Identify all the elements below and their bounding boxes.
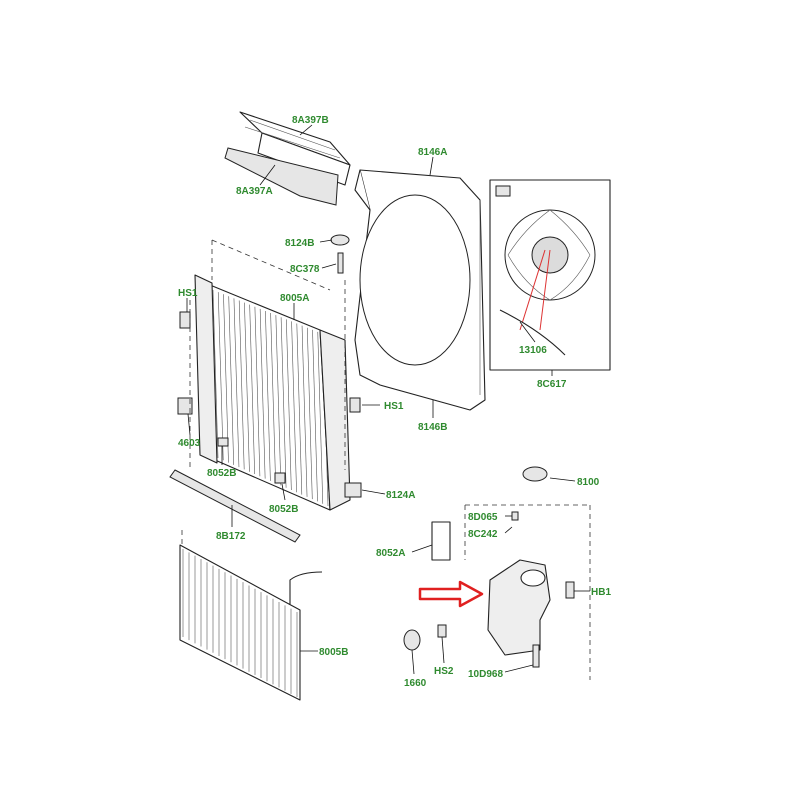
radiator-fin xyxy=(301,325,308,497)
radiator-fin xyxy=(275,315,282,486)
label-8a397a: 8A397A xyxy=(236,186,273,197)
radiator-fin xyxy=(286,319,292,491)
radiator-fin xyxy=(270,313,276,484)
label-8124b: 8124B xyxy=(285,238,314,249)
label-8d065: 8D065 xyxy=(468,512,498,523)
fan-inset-box xyxy=(489,179,611,371)
small-parts xyxy=(177,234,362,498)
radiator-fin xyxy=(265,310,271,481)
label-8052a: 8052A xyxy=(376,548,405,559)
radiator-fin xyxy=(238,300,245,470)
radiator-8005a xyxy=(194,274,351,511)
condenser-8005b xyxy=(179,544,323,701)
air-deflector-8a397 xyxy=(224,111,351,206)
label-hs1-left: HS1 xyxy=(178,288,198,299)
radiator-fin xyxy=(228,296,235,465)
radiator-fin xyxy=(217,292,224,461)
seal-strip-8b172 xyxy=(169,469,301,543)
radiator-fin xyxy=(317,331,324,504)
assembly-lines xyxy=(181,239,591,680)
radiator-fin xyxy=(233,298,240,468)
label-8100: 8100 xyxy=(577,477,600,488)
radiator-fin xyxy=(244,302,250,472)
expansion-tank xyxy=(403,466,575,668)
radiator-fin xyxy=(254,306,261,477)
label-hb1: HB1 xyxy=(591,587,611,598)
label-8c378: 8C378 xyxy=(290,264,320,275)
radiator-fin xyxy=(259,308,266,479)
label-8124a: 8124A xyxy=(386,490,415,501)
label-8146b: 8146B xyxy=(418,422,447,433)
radiator-fin xyxy=(280,317,287,488)
label-13106: 13106 xyxy=(519,345,547,356)
label-8b172: 8B172 xyxy=(216,531,246,542)
radiator-fin xyxy=(291,321,297,493)
label-hs2: HS2 xyxy=(434,666,454,677)
label-4603: 4603 xyxy=(178,438,201,449)
label-8a397b: 8A397B xyxy=(292,115,329,126)
radiator-fin xyxy=(212,289,219,459)
label-hs1-right: HS1 xyxy=(384,401,404,412)
leader-lines xyxy=(186,124,590,675)
label-10d968: 10D968 xyxy=(468,669,503,680)
radiator-fin xyxy=(249,304,255,475)
label-8005b: 8005B xyxy=(319,647,348,658)
label-1660: 1660 xyxy=(404,678,427,689)
red-outline-arrow-icon xyxy=(418,580,484,608)
radiator-fin xyxy=(306,327,313,500)
radiator-fin xyxy=(312,329,318,502)
fan-shroud-8146 xyxy=(354,169,486,411)
label-8052b-left: 8052B xyxy=(207,468,236,479)
label-8c242: 8C242 xyxy=(468,529,498,540)
label-8c617: 8C617 xyxy=(537,379,567,390)
label-8146a: 8146A xyxy=(418,147,447,158)
radiator-fin xyxy=(223,294,229,463)
label-8005a: 8005A xyxy=(280,293,309,304)
label-8052b-bottom: 8052B xyxy=(269,504,298,515)
radiator-fin xyxy=(296,323,303,495)
